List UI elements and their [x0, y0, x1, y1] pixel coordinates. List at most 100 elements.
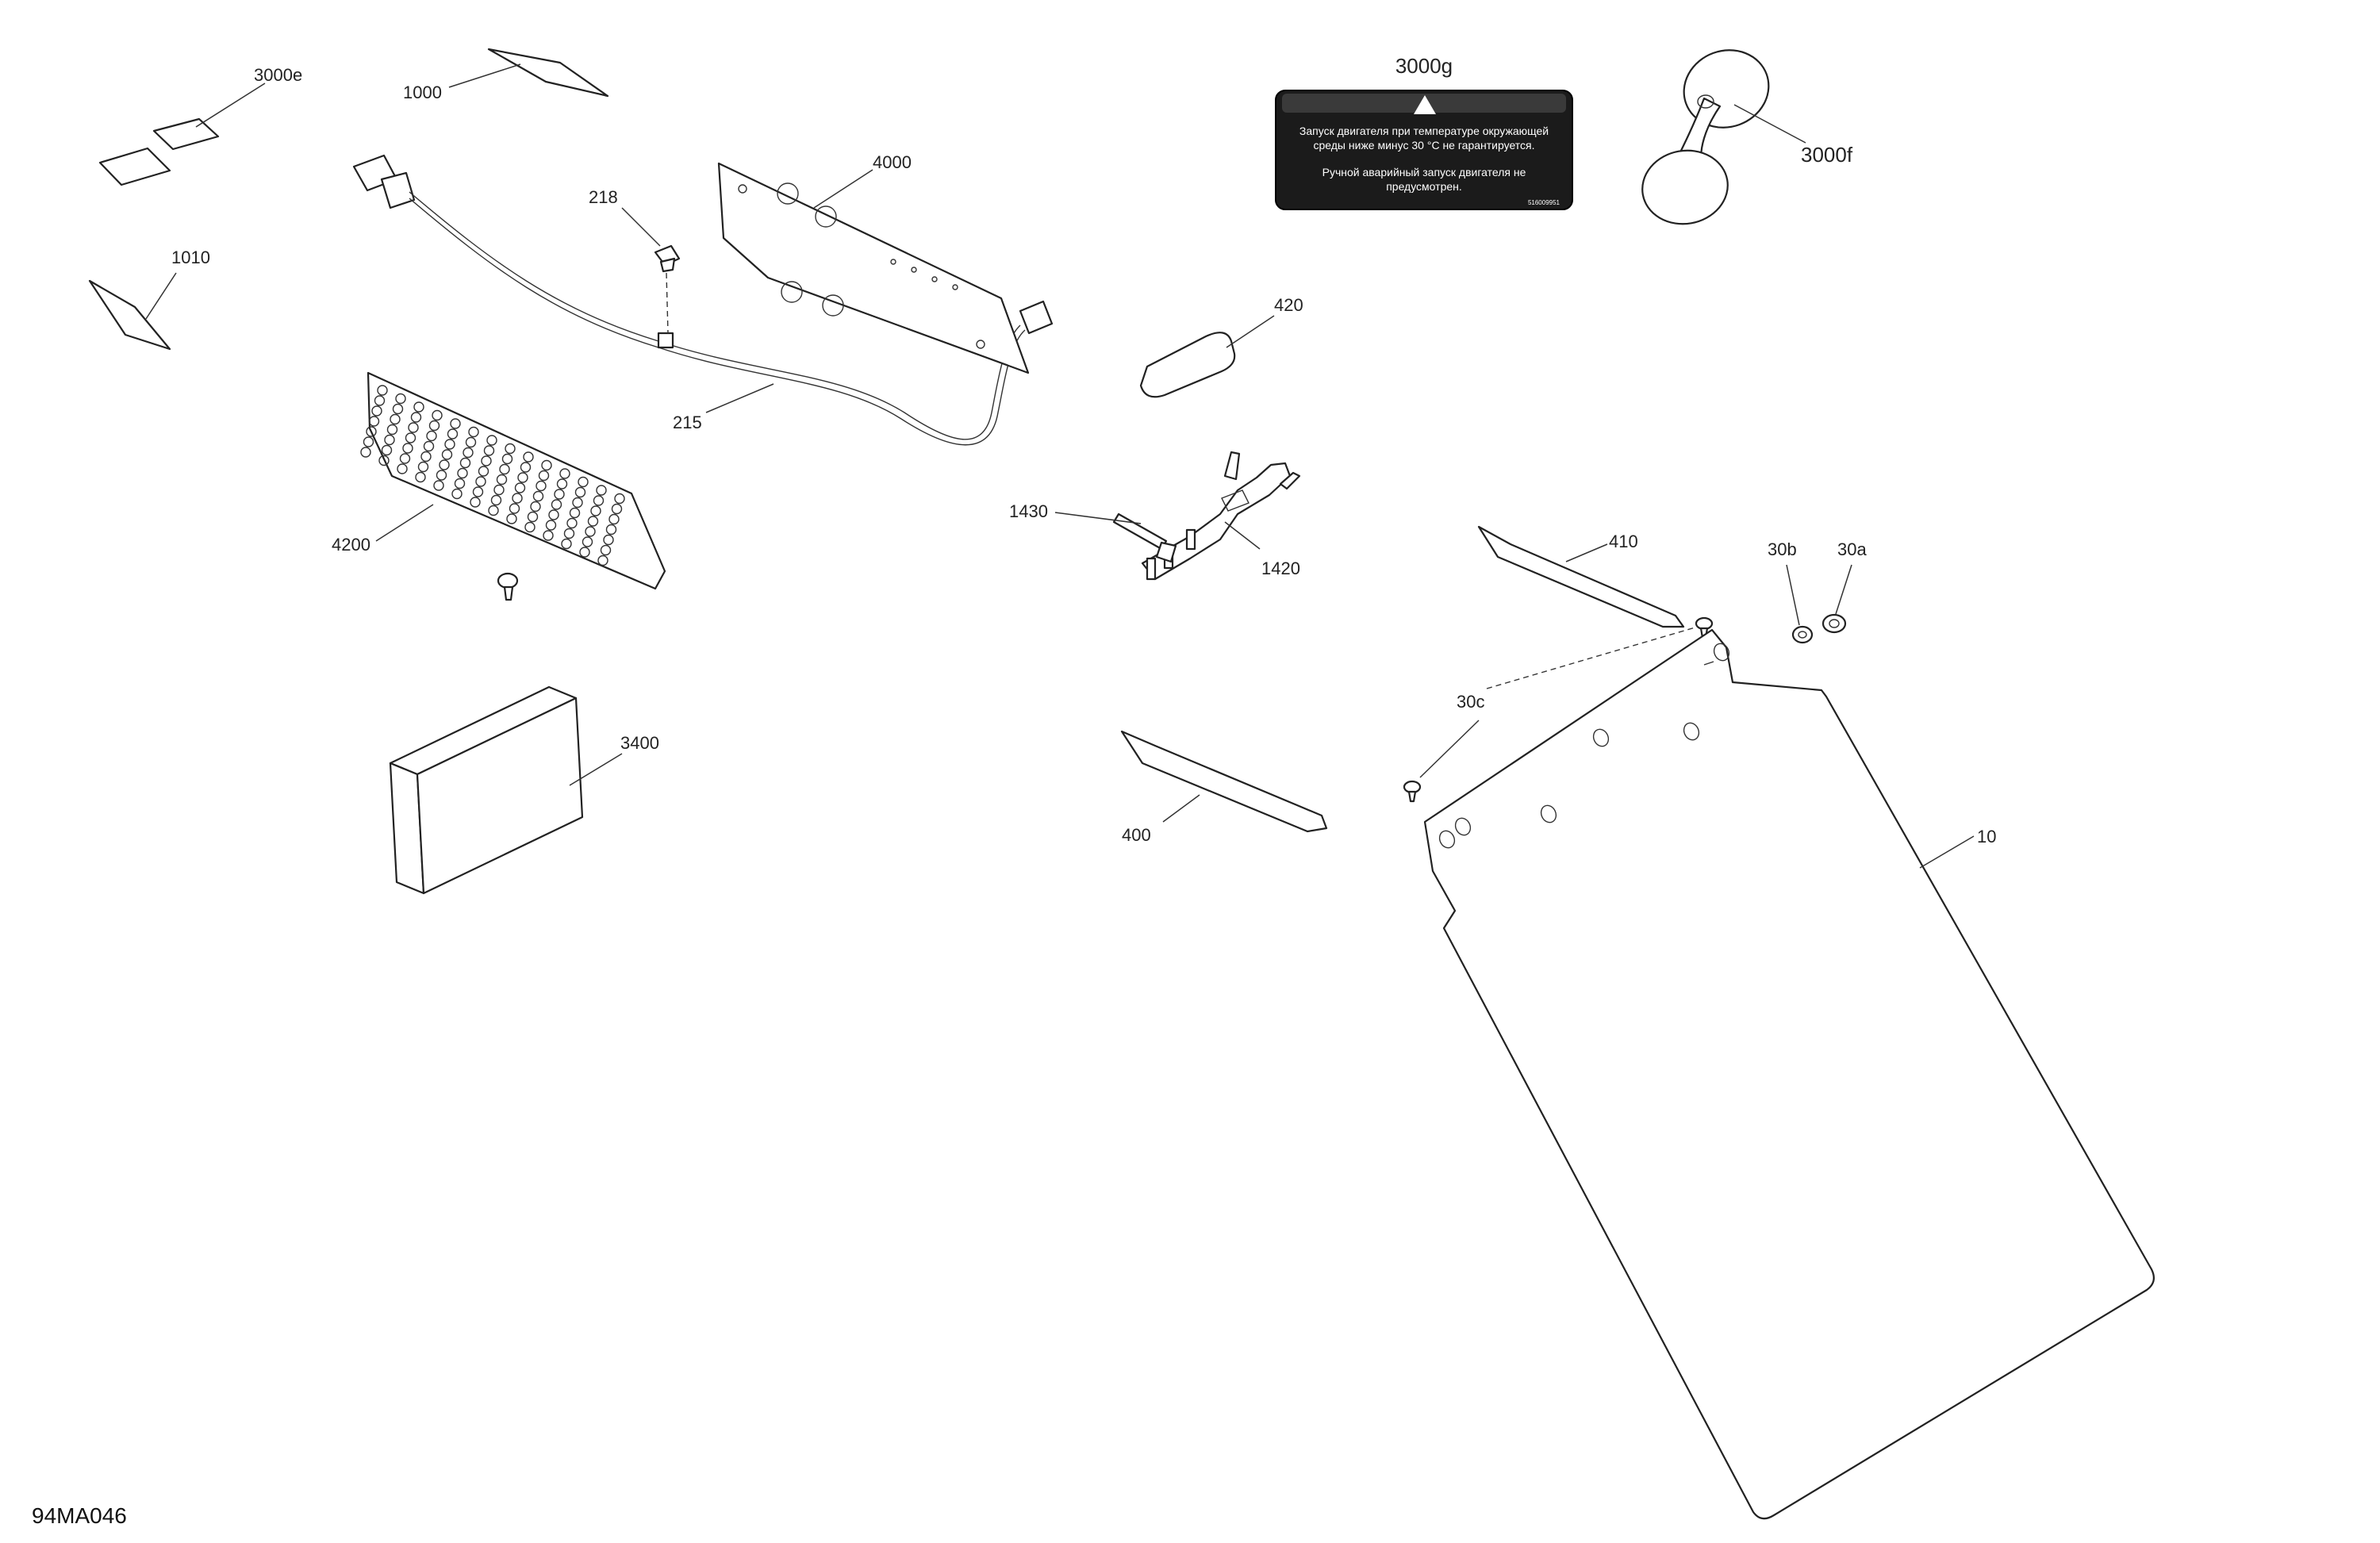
warning-line-2: среды ниже минус 30 °С не гарантируется.	[1314, 139, 1535, 152]
callout-400: 400	[1122, 825, 1151, 845]
stud	[490, 494, 502, 506]
leader-30b	[1786, 564, 1800, 626]
part-3400-foam-block	[389, 685, 584, 895]
stud	[587, 516, 599, 527]
stud	[509, 503, 520, 514]
stud	[408, 422, 419, 433]
stud	[441, 449, 453, 460]
part-420-pad	[1139, 332, 1236, 398]
stud	[590, 505, 601, 516]
stud	[374, 395, 386, 406]
leader-420	[1226, 315, 1275, 348]
stud	[454, 478, 466, 489]
part-30c-screw-lower	[1403, 780, 1422, 803]
stud	[596, 485, 607, 496]
stud	[432, 409, 443, 421]
stud	[377, 385, 388, 396]
leader-30c	[1419, 720, 1480, 778]
part-1000-decal	[487, 48, 609, 98]
stud	[527, 511, 539, 523]
stud	[532, 490, 544, 502]
stud	[566, 517, 578, 529]
part-215-harness	[352, 154, 1054, 446]
leader-30a	[1835, 564, 1852, 615]
leader-3400	[569, 753, 623, 786]
callout-4200: 4200	[332, 535, 370, 555]
callout-1430: 1430	[1009, 501, 1048, 521]
leader-1010	[145, 272, 177, 320]
stud	[486, 435, 497, 446]
stud	[517, 472, 528, 483]
stud	[501, 453, 513, 465]
stud	[554, 489, 565, 500]
warning-line-3: Ручной аварийный запуск двигателя не	[1322, 166, 1526, 178]
stud	[563, 528, 575, 539]
stud	[381, 444, 393, 456]
stud	[493, 484, 505, 496]
part-4200-screw	[497, 572, 519, 601]
stud	[488, 505, 499, 516]
stud	[551, 499, 562, 510]
callout-1010: 1010	[171, 248, 210, 267]
leader-218-dashed	[666, 272, 669, 334]
stud	[399, 453, 411, 464]
stud	[459, 457, 471, 469]
stud	[475, 476, 486, 487]
stud	[597, 555, 608, 566]
stud	[465, 436, 477, 448]
leader-218	[621, 207, 661, 247]
part-3000e-stickers	[98, 117, 220, 186]
stud	[506, 513, 517, 524]
stud	[366, 426, 377, 437]
part-218-rivet	[654, 244, 681, 273]
stud	[572, 497, 583, 509]
stud	[538, 470, 550, 482]
stud	[611, 503, 623, 515]
stud	[524, 521, 536, 533]
leader-215	[705, 383, 774, 413]
warning-line-1: Запуск двигателя при температуре окружаю…	[1299, 125, 1549, 137]
part-30b-washer	[1791, 625, 1814, 644]
callout-1420: 1420	[1261, 558, 1300, 578]
stud	[561, 538, 572, 550]
callout-10: 10	[1977, 827, 1996, 846]
callout-410: 410	[1609, 532, 1638, 551]
diagram-code: 94MA046	[32, 1503, 127, 1528]
callout-3000f: 3000f	[1801, 143, 1853, 167]
part-400-trim	[1120, 730, 1328, 833]
stud	[512, 493, 523, 504]
stud	[363, 436, 374, 447]
stud	[378, 455, 390, 466]
stud	[520, 462, 532, 473]
stud	[386, 424, 398, 436]
stud	[423, 440, 435, 452]
leader-410	[1565, 543, 1608, 562]
callout-3400: 3400	[620, 733, 659, 753]
stud	[605, 524, 617, 535]
stud	[585, 526, 596, 537]
stud	[402, 443, 413, 454]
stud	[541, 459, 552, 471]
stud	[543, 530, 554, 541]
stud	[569, 507, 581, 519]
stud	[478, 466, 489, 477]
stud	[420, 451, 432, 463]
part-10-snow-flap	[1423, 628, 2155, 1520]
stud	[505, 443, 516, 455]
stud	[371, 405, 382, 416]
callout-215: 215	[673, 413, 702, 432]
warning-line-4: предусмотрен.	[1386, 180, 1462, 193]
callout-4000: 4000	[873, 152, 912, 172]
leader-30c-dashed	[1486, 626, 1699, 689]
leader-4000	[813, 169, 873, 209]
stud	[384, 434, 395, 446]
part-30a-nut	[1821, 613, 1847, 634]
stud	[463, 447, 474, 459]
stud	[481, 455, 492, 466]
stud	[574, 486, 586, 498]
stud	[428, 420, 440, 432]
callout-420: 420	[1274, 295, 1303, 315]
callout-30b: 30b	[1768, 539, 1797, 559]
stud	[472, 486, 484, 497]
